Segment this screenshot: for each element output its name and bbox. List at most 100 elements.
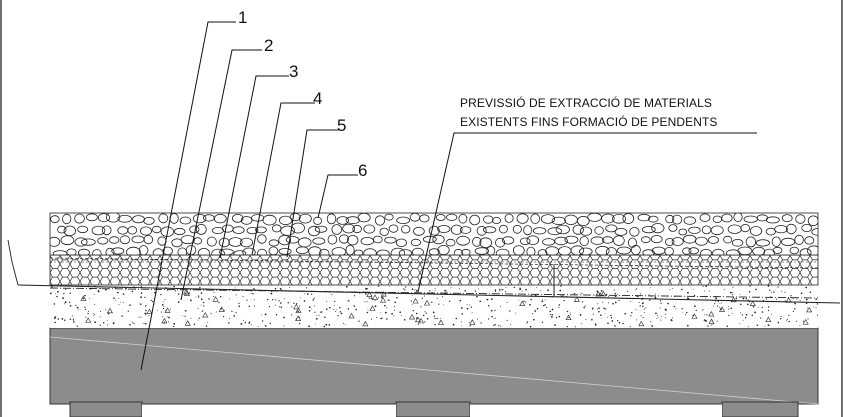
gravel-stone [151,225,162,234]
gravel-stone [312,237,326,245]
mortar-speck [164,298,166,300]
gravel-stone [707,236,719,244]
mortar-aggregate [202,311,209,318]
mortar-speck [404,289,406,291]
mortar-speck [570,312,572,314]
mortar-speck [767,285,770,287]
gravel-stone [428,248,440,255]
callout-3: 3 [289,62,298,81]
mortar-speck [705,285,708,287]
mortar-speck [318,314,320,316]
mortar-speck [272,299,274,301]
mortar-speck [747,326,749,328]
mortar-speck [275,299,277,301]
mortar-speck [121,315,123,317]
gravel-stone [307,225,321,237]
mortar-speck [792,310,795,312]
gravel-stone [519,237,531,245]
mortar-speck [554,324,556,326]
mortar-aggregate [164,307,171,313]
gravel-stone [390,247,406,255]
mortar-speck [761,306,763,309]
gravel-stone [262,214,277,226]
mortar-aggregate [749,300,756,306]
mortar-speck [702,285,704,287]
mortar-speck [767,309,770,312]
gravel-stone [723,235,733,244]
mortar-speck [167,321,169,323]
mortar-speck [544,304,546,306]
mortar-speck [325,323,328,326]
mortar-speck [320,311,322,313]
mortar-speck [805,286,808,289]
mortar-speck [380,312,382,313]
mortar-speck [242,296,244,298]
mortar-speck [705,321,707,323]
mortar-speck [439,317,441,319]
mortar-speck [174,290,177,292]
mortar-speck [238,302,240,305]
mortar-speck [93,293,95,295]
mortar-speck [640,315,642,317]
mortar-speck [75,304,77,307]
mortar-speck [744,316,747,319]
mortar-speck [89,297,90,299]
mortar-speck [468,321,470,323]
mortar-speck [190,299,192,302]
gravel-stone [794,234,804,245]
gravel-stone [331,224,343,235]
mortar-speck [433,315,436,317]
mortar-aggregate [708,318,715,324]
callout-6: 6 [358,161,367,180]
mortar-speck [198,297,200,298]
gravel-stone [516,213,529,224]
gravel-stone [671,237,684,246]
gravel-stone [445,238,456,247]
mortar-speck [770,292,772,294]
gravel-stone [781,214,793,223]
mortar-speck [382,294,384,296]
gravel-stone [530,213,540,224]
gravel-stone [469,214,481,226]
gravel-stone [605,247,617,255]
mortar-speck [705,297,707,299]
mortar-speck [71,315,73,317]
insulation-layer [49,254,819,296]
mortar-speck [56,295,58,298]
gravel-stone [671,214,683,225]
mortar-speck [704,314,706,316]
mortar-speck [562,295,564,297]
mortar-speck [105,309,107,311]
mortar-speck [604,312,606,314]
mortar-speck [655,293,657,295]
mortar-speck [415,312,418,315]
gravel-stone [772,246,783,254]
mortar-speck [622,322,624,325]
mortar-speck [543,304,545,307]
mortar-speck [740,303,742,306]
mortar-speck [513,286,515,289]
mortar-speck [601,318,603,319]
mortar-speck [374,299,376,301]
mortar-speck [703,290,705,292]
gravel-stone [637,213,651,222]
leader-lines [140,21,757,371]
mortar-speck [780,315,782,318]
mortar-speck [364,301,366,303]
mortar-speck [347,300,350,302]
gravel-stone [771,236,781,247]
mortar-speck [681,288,683,291]
mortar-speck [670,319,673,322]
gravel-stone [479,237,493,249]
mortar-speck [777,286,779,288]
mortar-aggregate [184,320,191,326]
gravel-stone [372,235,383,244]
mortar-speck [271,291,272,293]
mortar-speck [659,300,662,302]
mortar-speck [494,324,496,326]
mortar-speck [682,311,684,313]
mortar-aggregate [708,310,715,317]
mortar-speck [197,319,199,321]
gravel-stone [91,225,106,236]
mortar-speck [381,317,383,319]
